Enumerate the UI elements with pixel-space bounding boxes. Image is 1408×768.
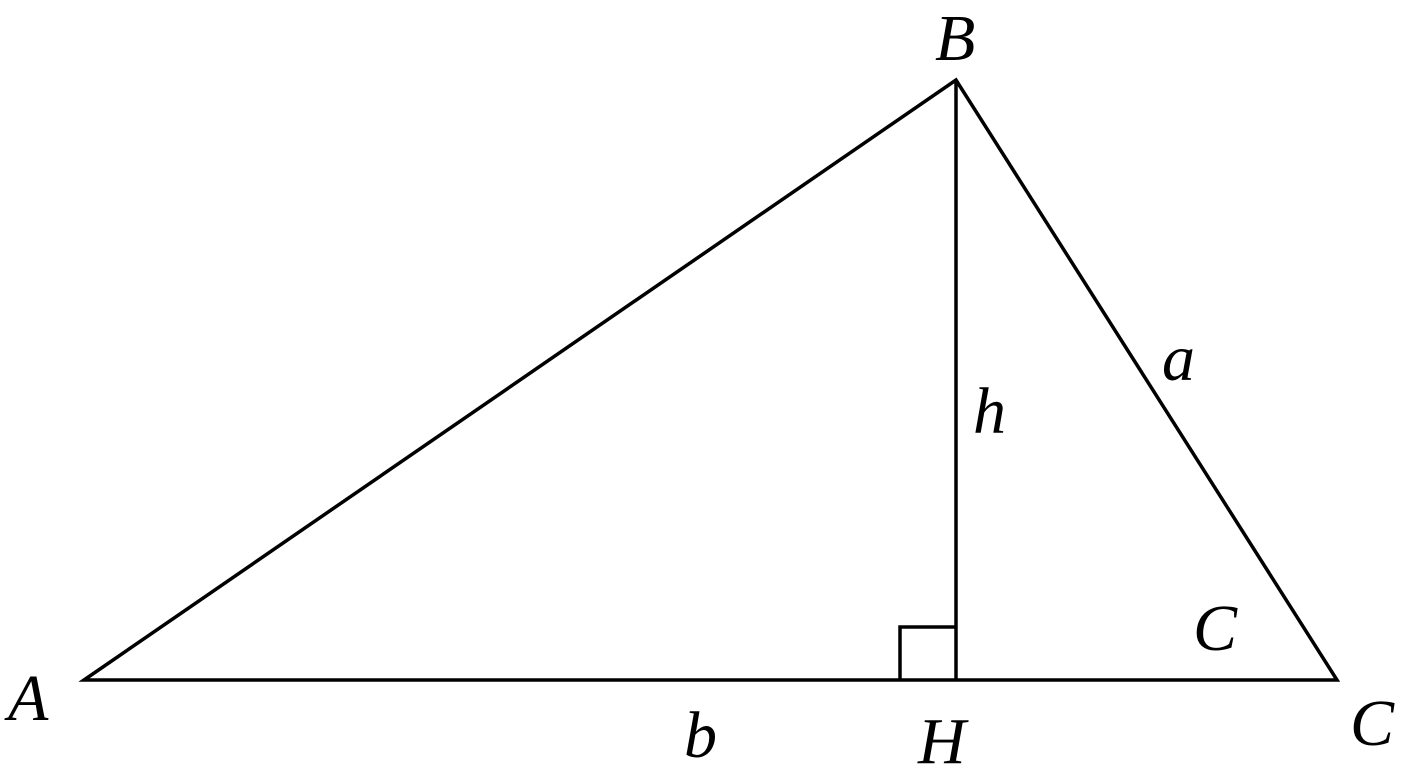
vertex-label-a: A [4,662,49,735]
right-angle-marker [898,625,956,680]
vertex-label-b: B [935,2,975,75]
triangle-abc [78,77,1341,682]
side-label-a: a [1162,322,1195,395]
vertex-label-c: C [1350,687,1395,760]
vertex-label-h: H [917,705,969,768]
angle-label-c: C [1193,592,1238,665]
side-label-b: b [684,699,717,768]
altitude-label-h: h [973,375,1006,448]
